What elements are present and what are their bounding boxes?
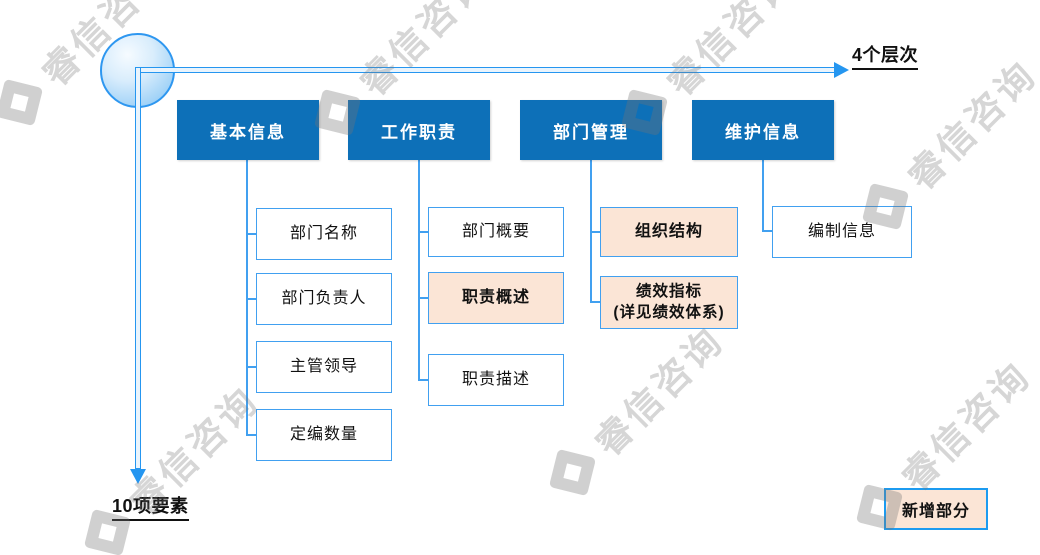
node-staffing-info: 编制信息 xyxy=(772,206,912,258)
watermark: 睿信咨询 xyxy=(548,319,768,523)
node-headcount-quota: 定编数量 xyxy=(256,409,392,461)
node-duty-summary: 职责概述 xyxy=(428,272,564,324)
header-dept-management: 部门管理 xyxy=(520,100,662,160)
node-org-structure: 组织结构 xyxy=(600,207,738,257)
connector-stub xyxy=(246,366,257,368)
connector-trunk xyxy=(418,160,420,380)
connector-stub xyxy=(590,301,601,303)
ruixin-logo-icon xyxy=(0,78,44,127)
watermark: 睿信咨询 xyxy=(855,354,1040,555)
watermark-text: 睿信咨询 xyxy=(658,0,804,104)
connector-stub xyxy=(418,379,429,381)
connector-stub xyxy=(590,231,601,233)
new-part-legend: 新增部分 xyxy=(884,488,988,530)
connector-stub xyxy=(762,230,773,232)
node-dept-name: 部门名称 xyxy=(256,208,392,260)
connector-stub xyxy=(418,231,429,233)
watermark-text: 睿信咨询 xyxy=(351,0,497,104)
horizontal-axis-line xyxy=(135,67,835,73)
connector-stub xyxy=(246,434,257,436)
header-maintenance-info: 维护信息 xyxy=(692,100,834,160)
watermark-text: 睿信咨询 xyxy=(893,354,1039,499)
header-basic-info: 基本信息 xyxy=(177,100,319,160)
connector-stub xyxy=(246,233,257,235)
header-job-duties: 工作职责 xyxy=(348,100,490,160)
watermark-text: 睿信咨询 xyxy=(586,319,732,464)
down-arrowhead-icon xyxy=(130,469,146,484)
ruixin-logo-icon xyxy=(548,448,597,497)
elements-annotation: 10项要素 xyxy=(112,492,189,521)
right-arrowhead-icon xyxy=(834,62,849,78)
node-duty-description: 职责描述 xyxy=(428,354,564,406)
node-supervising-leader: 主管领导 xyxy=(256,341,392,393)
connector-trunk xyxy=(762,160,764,231)
node-dept-overview: 部门概要 xyxy=(428,207,564,257)
connector-trunk xyxy=(246,160,248,435)
connector-stub xyxy=(418,297,429,299)
node-kpi-indicators: 绩效指标 (详见绩效体系) xyxy=(600,276,738,329)
connector-stub xyxy=(246,298,257,300)
vertical-axis-line xyxy=(135,67,141,469)
levels-annotation: 4个层次 xyxy=(852,41,919,70)
node-dept-head: 部门负责人 xyxy=(256,273,392,325)
